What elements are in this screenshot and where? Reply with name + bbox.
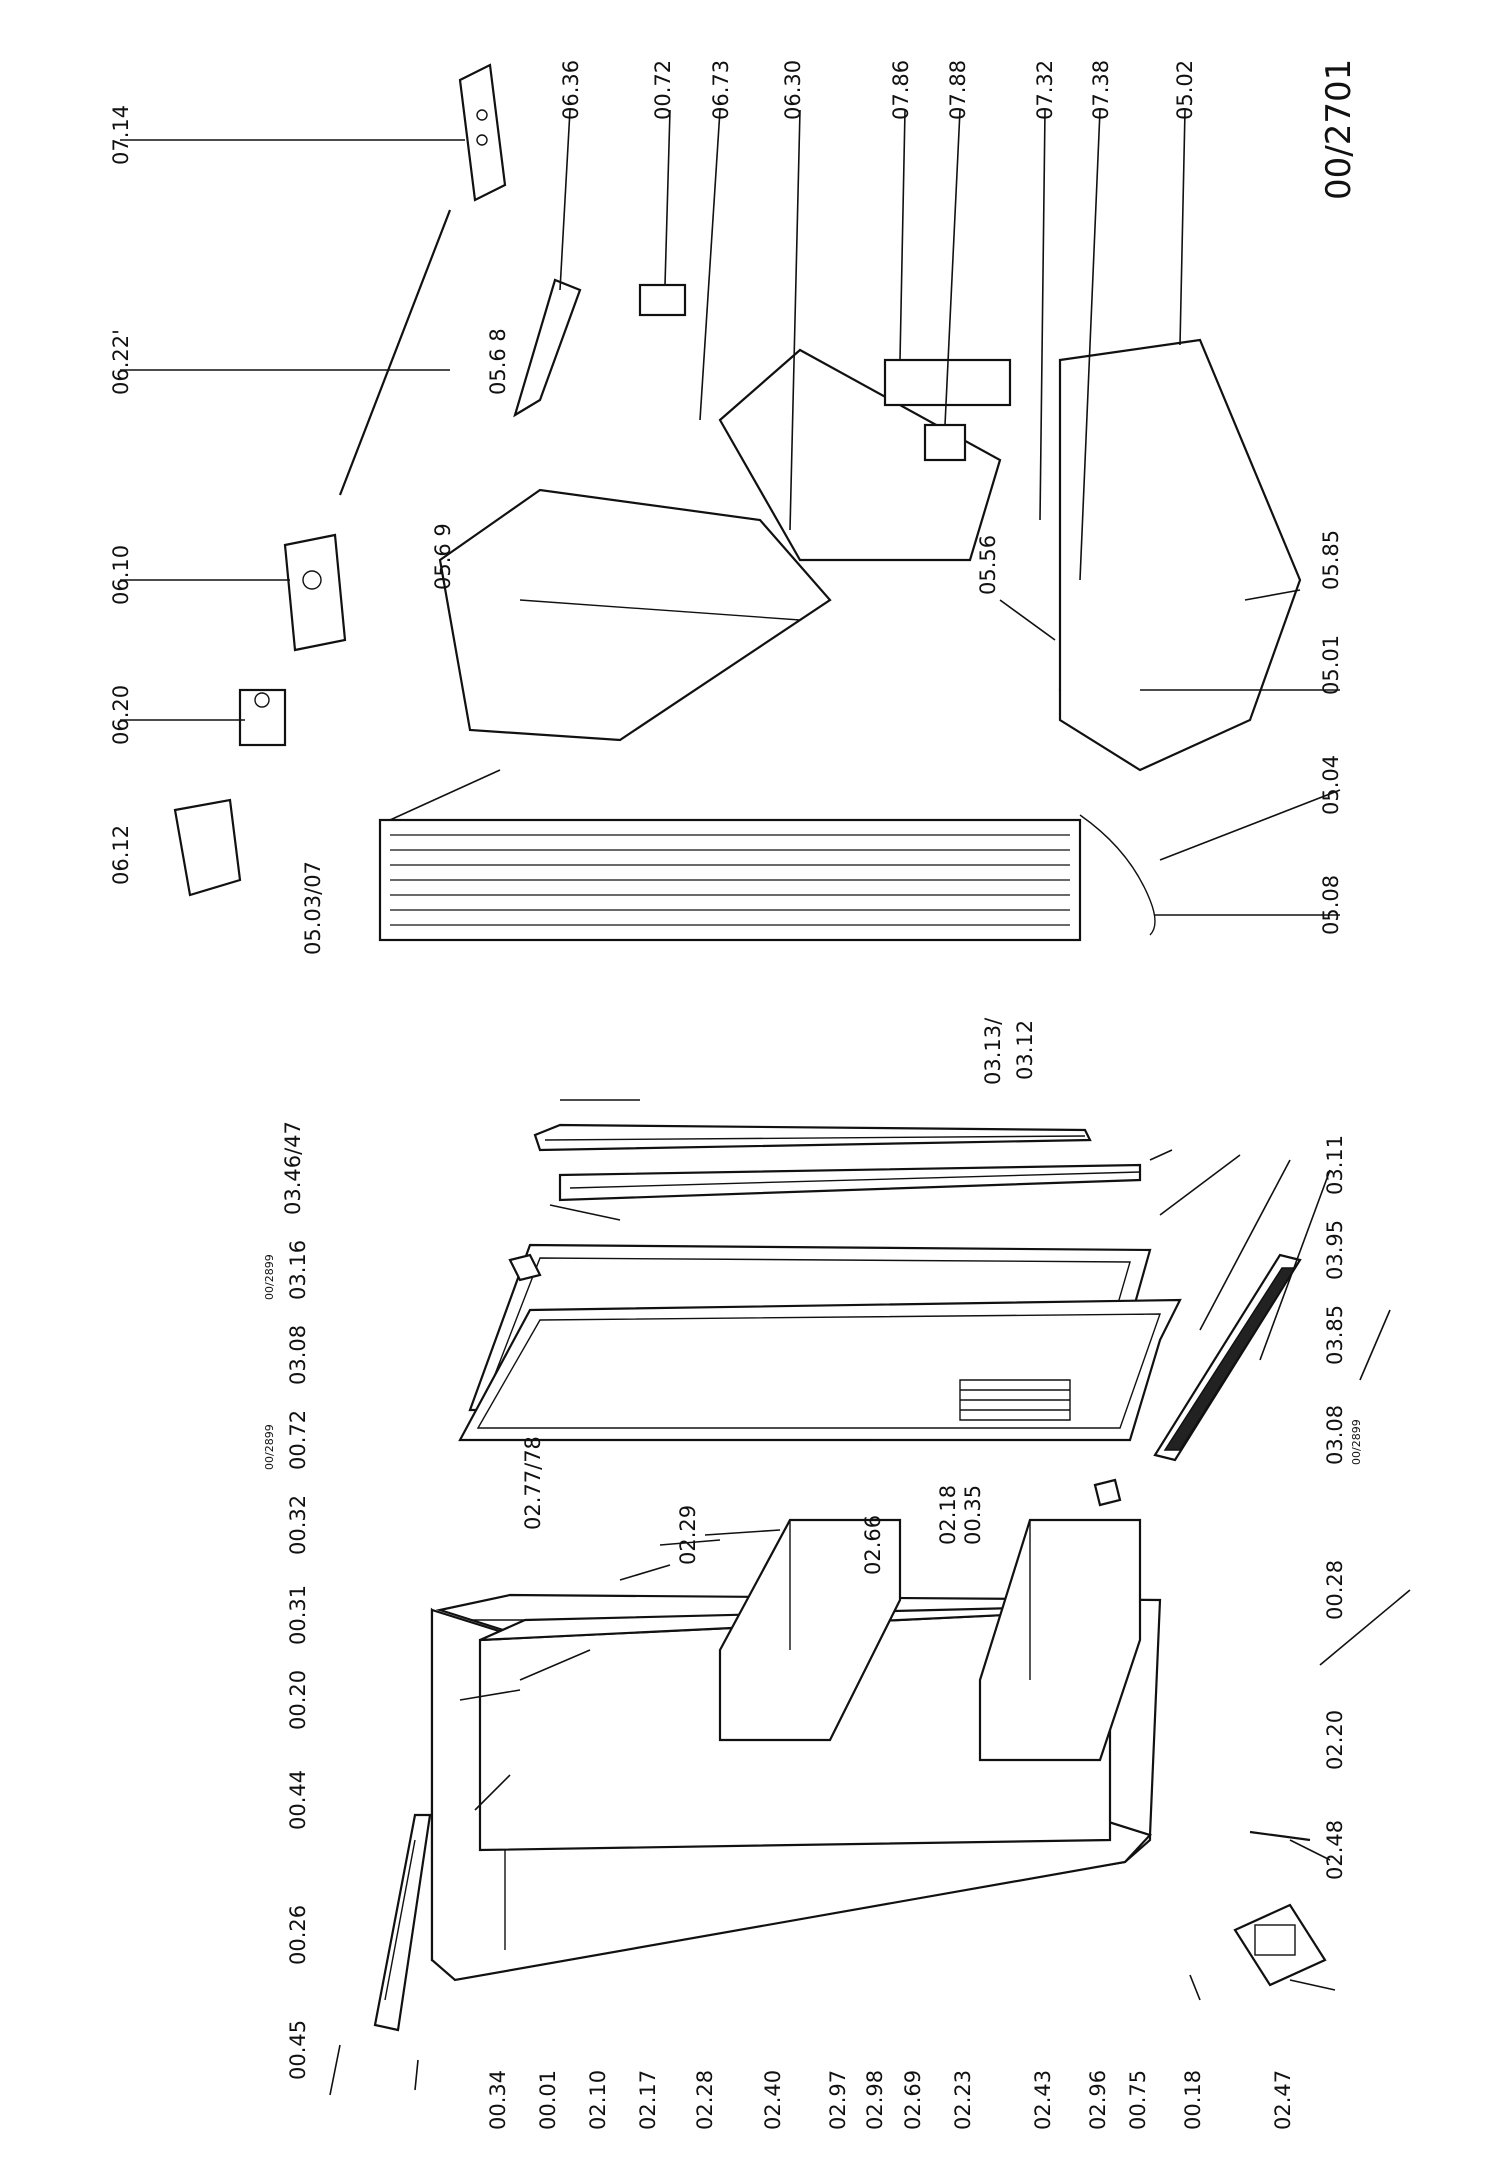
- label-03-08-bottom: 03.08: [1323, 1405, 1347, 1465]
- door-strip-upper: [533, 1123, 1092, 1152]
- label-00-45: 00.45: [286, 2020, 310, 2080]
- label-06-12: 06.12: [109, 825, 133, 885]
- label-00-34: 00.34: [486, 2070, 510, 2130]
- label-05-03-07: 05.03/07: [301, 861, 325, 955]
- label-03-08-bottom-sub: 00/2899: [1350, 1419, 1363, 1465]
- label-07-14: 07.14: [109, 105, 133, 165]
- label-03-16-sub: 00/2899: [263, 1254, 276, 1300]
- label-03-12: 03.12: [1013, 1020, 1037, 1080]
- label-00-72-left: 00.72: [286, 1410, 310, 1470]
- label-02-18: 02.18: [936, 1485, 960, 1545]
- bottom-grille: [1153, 1253, 1302, 1462]
- label-03-46-47: 03.46/47: [281, 1121, 305, 1215]
- label-05-68: 05.6 8: [486, 328, 510, 395]
- label-06-22: 06.22': [109, 329, 133, 395]
- label-02-43: 02.43: [1031, 2070, 1055, 2130]
- label-06-30: 06.30: [781, 60, 805, 120]
- part-labels: 00/2701 07.14 06.22' 06.10 06.20 06.12 0…: [109, 59, 1363, 2130]
- label-05-04: 05.04: [1319, 755, 1343, 815]
- label-06-10: 06.10: [109, 545, 133, 605]
- label-03-16: 03.16: [286, 1240, 310, 1300]
- label-05-01: 05.01: [1319, 635, 1343, 695]
- handle-bracket: [508, 1253, 542, 1282]
- label-00-18: 00.18: [1181, 2070, 1205, 2130]
- label-00-28: 00.28: [1323, 1560, 1347, 1620]
- top-grille: [373, 1813, 432, 2032]
- label-02-98: 02.98: [863, 2070, 887, 2130]
- label-06-20: 06.20: [109, 685, 133, 745]
- label-00-26: 00.26: [286, 1905, 310, 1965]
- label-05-69: 05.6 9: [431, 523, 455, 590]
- label-02-28: 02.28: [693, 2070, 717, 2130]
- label-03-11: 03.11: [1323, 1135, 1347, 1195]
- label-06-36: 06.36: [559, 60, 583, 120]
- label-02-97: 02.97: [826, 2070, 850, 2130]
- drawer-lower: [978, 1518, 1142, 1762]
- drawer-upper: [718, 1518, 902, 1742]
- label-02-69: 02.69: [901, 2070, 925, 2130]
- label-00-01: 00.01: [536, 2070, 560, 2130]
- ice-tray: [173, 798, 242, 897]
- label-00-20: 00.20: [286, 1670, 310, 1730]
- label-00-75: 00.75: [1126, 2070, 1150, 2130]
- label-00-72-sub: 00/2899: [263, 1424, 276, 1470]
- label-00-31: 00.31: [286, 1585, 310, 1645]
- label-03-85: 03.85: [1323, 1305, 1347, 1365]
- leader-lines: [120, 109, 1411, 2096]
- drain-tube: [513, 278, 582, 418]
- label-02-48: 02.48: [1323, 1820, 1347, 1880]
- label-05-56: 05.56: [976, 535, 1000, 595]
- capacitor: [638, 283, 687, 317]
- label-07-32: 07.32: [1033, 60, 1057, 120]
- label-07-38: 07.38: [1089, 60, 1113, 120]
- thermostat: [238, 688, 287, 747]
- label-02-29: 02.29: [676, 1505, 700, 1565]
- drawing-number: 00/2701: [1319, 59, 1359, 200]
- label-05-02: 05.02: [1173, 60, 1197, 120]
- thermometer: [1249, 1830, 1311, 1842]
- label-02-96: 02.96: [1086, 2070, 1110, 2130]
- base-plate: [1058, 338, 1302, 772]
- label-05-08: 05.08: [1319, 875, 1343, 935]
- condenser-coil: [378, 818, 1082, 942]
- label-02-47: 02.47: [1271, 2070, 1295, 2130]
- door-hinge-bracket: [1093, 1478, 1122, 1507]
- relay: [923, 423, 967, 462]
- temperature-card: [1233, 1903, 1327, 1987]
- label-02-23: 02.23: [951, 2070, 975, 2130]
- label-03-95: 03.95: [1323, 1220, 1347, 1280]
- door-panel: [458, 1298, 1182, 1442]
- label-02-10: 02.10: [586, 2070, 610, 2130]
- capillary-tube: [1079, 814, 1156, 936]
- cabinet-assembly: [373, 1123, 1327, 2032]
- label-03-13: 03.13/: [981, 1017, 1005, 1085]
- label-00-32: 00.32: [286, 1495, 310, 1555]
- label-07-86: 07.86: [889, 60, 913, 120]
- defrost-rod: [338, 209, 452, 496]
- label-00-35: 00.35: [961, 1485, 985, 1545]
- label-02-77-78: 02.77/78: [521, 1436, 545, 1530]
- control-box: [283, 533, 347, 652]
- evaporator-plate-upper: [438, 488, 832, 742]
- label-00-44: 00.44: [286, 1770, 310, 1830]
- label-02-40: 02.40: [761, 2070, 785, 2130]
- label-00-72-right: 00.72: [651, 60, 675, 120]
- door-strip-lower: [558, 1163, 1142, 1202]
- label-07-88: 07.88: [946, 60, 970, 120]
- label-05-85: 05.85: [1319, 530, 1343, 590]
- label-02-17: 02.17: [636, 2070, 660, 2130]
- label-03-08-top: 03.08: [286, 1325, 310, 1385]
- cooling-assembly: [173, 63, 1302, 942]
- label-06-73: 06.73: [709, 60, 733, 120]
- light-housing: [458, 63, 507, 202]
- label-02-20: 02.20: [1323, 1710, 1347, 1770]
- label-02-66: 02.66: [861, 1515, 885, 1575]
